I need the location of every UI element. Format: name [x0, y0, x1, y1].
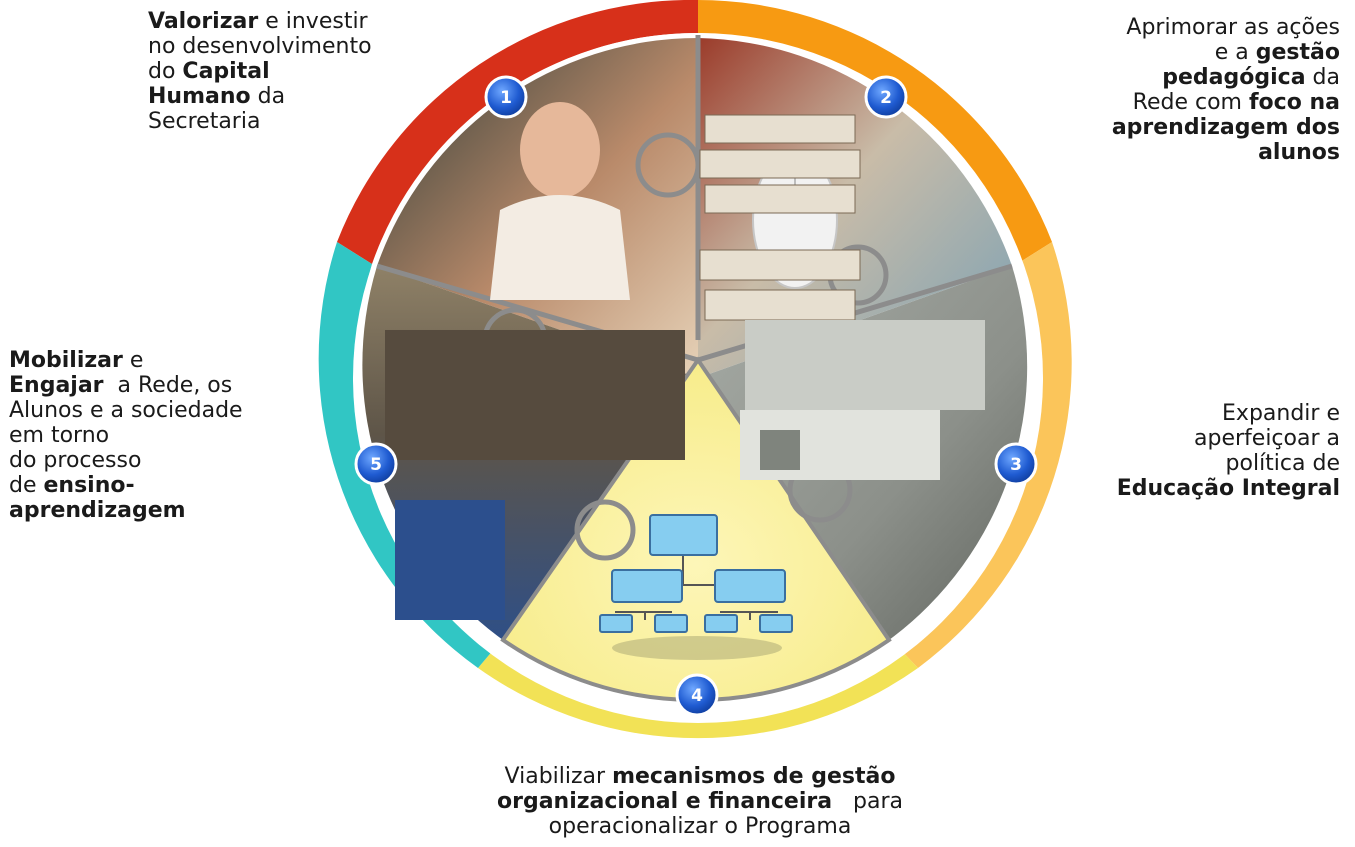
- org-chart-icon: [599, 514, 793, 660]
- badge-2: 2: [864, 75, 908, 119]
- caption-3: Expandir e aperfeiçoar a política de Edu…: [1116, 401, 1340, 501]
- teacher-figure: [490, 102, 630, 300]
- books-stack: [699, 114, 861, 321]
- svg-text:1: 1: [500, 88, 512, 108]
- caption-5: Mobilizar e Engajar a Rede, os Alunos e …: [9, 348, 243, 523]
- badge-3: 3: [994, 442, 1038, 486]
- svg-text:5: 5: [370, 455, 382, 475]
- badge-4: 4: [675, 673, 719, 717]
- caption-4: Viabilizar mecanismos de gestão organiza…: [496, 764, 904, 839]
- caption-1: Valorizar e investir no desenvolvimento …: [148, 9, 372, 134]
- badge-5: 5: [354, 442, 398, 486]
- svg-text:4: 4: [691, 686, 703, 706]
- ring-sector-2: [698, 0, 1052, 264]
- svg-text:2: 2: [880, 88, 892, 108]
- school-building: [740, 320, 985, 480]
- svg-text:3: 3: [1010, 455, 1022, 475]
- ring-sector-1: [337, 0, 698, 264]
- caption-2: Aprimorar as ações e a gestão pedagógica…: [1111, 15, 1340, 165]
- ring-sector-3: [893, 242, 1072, 668]
- crowd-figure: [385, 330, 685, 620]
- badge-1: 1: [484, 75, 528, 119]
- ring-sector-4: [478, 642, 918, 739]
